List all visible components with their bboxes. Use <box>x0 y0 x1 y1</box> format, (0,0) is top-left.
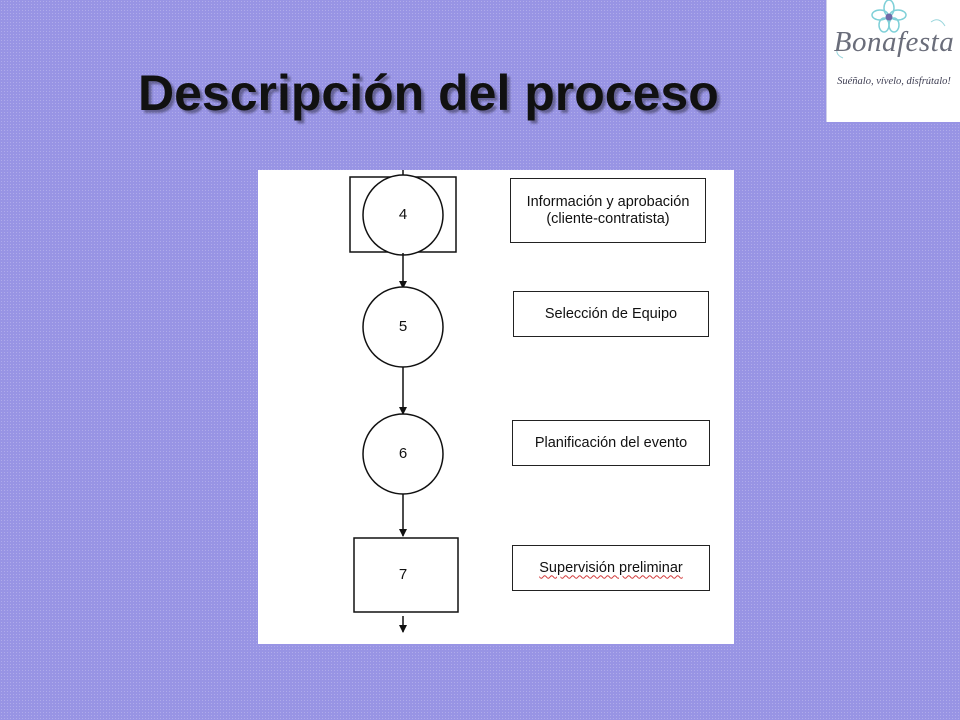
step-4-description: Información y aprobación (cliente-contra… <box>510 178 706 243</box>
step-7-number: 7 <box>398 566 408 583</box>
step-7-description: Supervisión preliminar <box>512 545 710 591</box>
orchid-flower-icon <box>836 0 946 59</box>
step-7-square <box>353 537 459 613</box>
step-6-number: 6 <box>398 445 408 462</box>
flow-connectors <box>349 170 459 633</box>
logo-tagline: Suéñalo, vívelo, disfrútalo! <box>837 76 951 87</box>
step-5-description: Selección de Equipo <box>513 291 709 337</box>
step-6-description: Planificación del evento <box>512 420 710 466</box>
step-5-number: 5 <box>398 318 408 335</box>
brand-logo: Bonafesta Suéñalo, vívelo, disfrútalo! <box>826 0 960 122</box>
step-4-number: 4 <box>398 206 408 223</box>
process-flow-diagram: 4 5 6 7 Información y aprobación (client… <box>258 170 734 644</box>
logo-brand-name: Bonafesta <box>833 26 955 58</box>
slide-title: Descripción del proceso <box>138 65 719 121</box>
